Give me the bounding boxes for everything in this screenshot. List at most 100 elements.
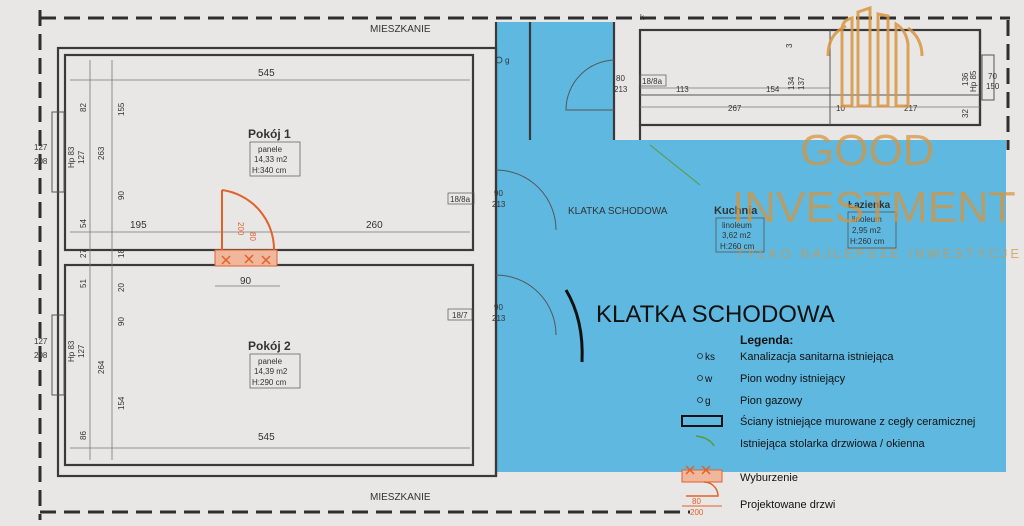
door-tag-3: 18/7 (452, 311, 468, 320)
dim-217: 217 (904, 104, 918, 113)
bathroom-height: H:260 cm (850, 237, 885, 246)
dim-134: 134 (787, 76, 796, 90)
dim-90a: 90 (117, 191, 126, 200)
legend-proj-door-top: 80 (692, 497, 701, 506)
logo-icon (826, 5, 924, 108)
bathroom-label: Łazienka linoleum 2,95 m2 H:260 cm (847, 200, 897, 249)
dim-137: 137 (797, 76, 806, 90)
dimension-lines (70, 60, 980, 460)
watermark-line2: INVESTMENT (732, 183, 1016, 232)
door1-width: 80 (616, 74, 625, 83)
staircase-fill (496, 22, 1006, 472)
legend-item-6: Projektowane drzwi (740, 499, 835, 511)
kitchen-area: 3,62 m2 (722, 231, 751, 240)
demolition-area (214, 249, 278, 267)
room2-label: Pokój 2 panele 14,39 m2 H:290 cm (248, 339, 301, 389)
room1-floor: panele (258, 145, 283, 154)
door3-width: 90 (494, 303, 503, 312)
stair-label-big: KLATKA SCHODOWA (596, 301, 835, 328)
dim-54: 54 (79, 219, 88, 228)
dim-195: 195 (130, 220, 147, 231)
dim-3: 3 (785, 43, 794, 48)
top-neighbor-label: MIESZKANIE (370, 24, 431, 35)
door-tag-1: 18/8a (642, 77, 663, 86)
kitchen-name: Kuchnia (714, 205, 758, 217)
legend-title: Legenda: (740, 333, 793, 347)
stair-label-small: KLATKA SCHODOWA (568, 206, 668, 217)
dim-82: 82 (79, 103, 88, 112)
legend-item-4: Istniejąca stolarka drzwiowa / okienna (740, 438, 926, 450)
room2-height: H:290 cm (252, 378, 287, 387)
dim-20: 20 (117, 283, 126, 292)
legend-item-0: Kanalizacja sanitarna istniejąca (740, 351, 894, 363)
dim-155: 155 (117, 102, 126, 116)
kitchen-height: H:260 cm (720, 242, 755, 251)
room2-floor: panele (258, 357, 283, 366)
kitchen-label: Kuchnia linoleum 3,62 m2 H:260 cm (714, 205, 765, 253)
legend-symbol-0: ks (705, 352, 715, 363)
dim-hp2: Hp 83 (67, 340, 76, 362)
gas-mark: g (505, 56, 509, 65)
dim-90b: 90 (117, 317, 126, 326)
new-door-height: 200 (236, 222, 245, 236)
dim-86: 86 (79, 431, 88, 440)
dim-51: 51 (79, 279, 88, 288)
dim-sill2: 127 (77, 344, 86, 358)
dim-sill1: 127 (77, 150, 86, 164)
bathroom-name: Łazienka (848, 200, 891, 211)
dim-267: 267 (728, 104, 742, 113)
windows-left (51, 54, 995, 396)
dim-27: 27 (79, 249, 88, 258)
watermark-line1: GOOD (800, 126, 934, 175)
bathroom-area: 2,95 m2 (852, 226, 881, 235)
dim-top-width: 545 (258, 68, 275, 79)
watermark-tagline: TYLKO NAJLEPSZE INWESTYCJE (736, 246, 1022, 261)
bathroom-floor: linoleum (852, 215, 882, 224)
kitchen-floor: linoleum (722, 221, 752, 230)
room1-height: H:340 cm (252, 166, 287, 175)
dim-window2-width: 127 (34, 337, 48, 346)
dimension-values: 545 545 195 260 90 82 155 263 90 54 18 2… (34, 13, 1000, 443)
dim-264: 264 (97, 360, 106, 374)
legend-item-5: Wyburzenie (740, 472, 798, 484)
legend-symbol-2: g (705, 396, 711, 407)
door3-height: 213 (492, 314, 506, 323)
dim-door-90: 90 (240, 276, 252, 287)
legend-proj-door-bottom: 200 (690, 508, 704, 517)
projected-door: 80 200 (221, 189, 276, 251)
door1-height: 213 (614, 85, 628, 94)
dim-bottom-width: 545 (258, 432, 275, 443)
dim-window1-height: 208 (34, 157, 48, 166)
room1-area: 14,33 m2 (254, 155, 288, 164)
room1-name: Pokój 1 (248, 127, 291, 141)
new-door-width: 80 (248, 232, 257, 241)
dim-136: 136 (961, 72, 970, 86)
dim-70: 70 (988, 72, 997, 81)
existing-doors (495, 59, 701, 363)
door2-height: 213 (492, 200, 506, 209)
dim-150: 150 (986, 82, 1000, 91)
dim-hp1: Hp 83 (67, 146, 76, 168)
room2-area: 14,39 m2 (254, 367, 288, 376)
door2-width: 90 (494, 189, 503, 198)
dim-window2-height: 208 (34, 351, 48, 360)
dim-hp3: Hp 85 (969, 70, 978, 92)
ks-mark: k (640, 13, 645, 22)
dim-113: 113 (676, 85, 689, 94)
legend-item-1: Pion wodny istniejący (740, 373, 846, 385)
door-tag-2: 18/8a (450, 195, 471, 204)
dim-154b: 154 (766, 85, 780, 94)
dim-260: 260 (366, 220, 383, 231)
legend-item-2: Pion gazowy (740, 395, 803, 407)
dim-154: 154 (117, 396, 126, 410)
door-tags: 18/8a 80 213 18/8a 90 213 18/7 90 213 (447, 74, 667, 323)
room2-name: Pokój 2 (248, 339, 291, 353)
dim-18: 18 (117, 249, 126, 258)
room1-label: Pokój 1 panele 14,33 m2 H:340 cm (248, 127, 301, 177)
legend-item-3: Ściany istniejące murowane z cegły ceram… (740, 415, 975, 428)
legend-symbol-1: w (704, 374, 713, 385)
dim-263: 263 (97, 146, 106, 160)
dim-10: 10 (836, 104, 845, 113)
bottom-neighbor-label: MIESZKANIE (370, 492, 431, 503)
